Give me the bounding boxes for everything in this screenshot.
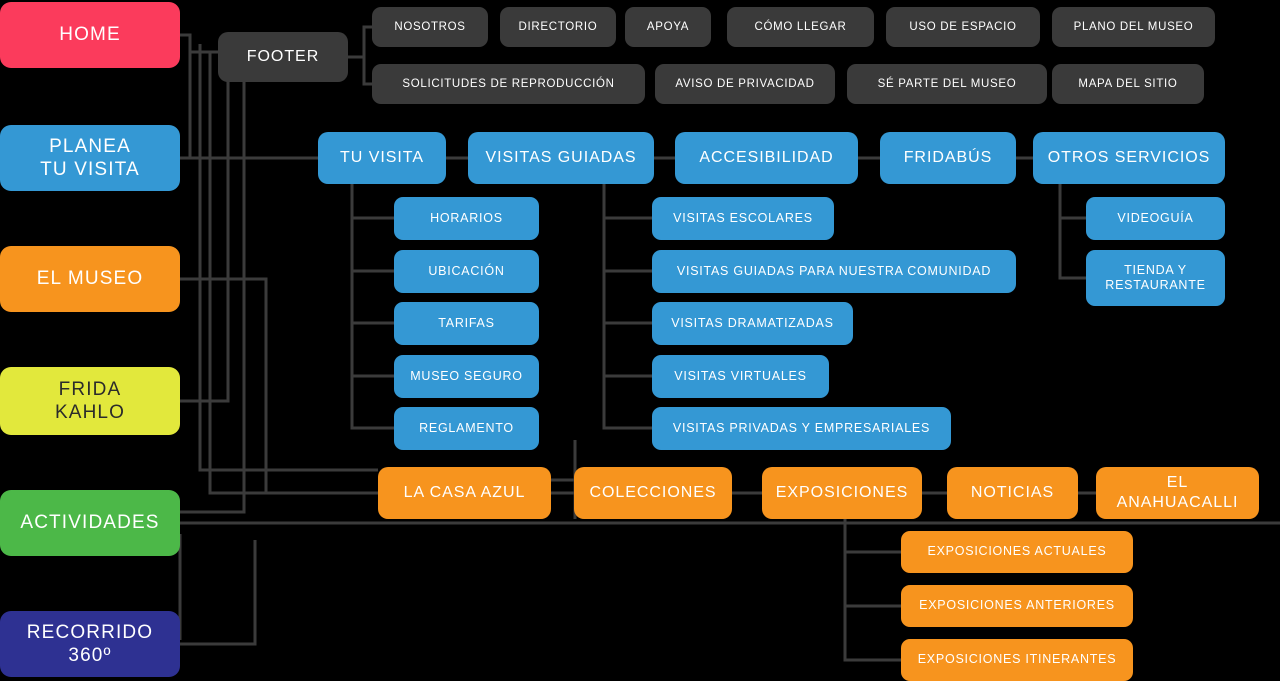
node-actividades[interactable]: ACTIVIDADES bbox=[0, 490, 180, 556]
node-label: VISITAS PRIVADAS Y EMPRESARIALES bbox=[672, 420, 931, 435]
node-fridabus[interactable]: FRIDABÚS bbox=[880, 132, 1016, 184]
node-recorrido-360[interactable]: RECORRIDO 360º bbox=[0, 611, 180, 677]
node-label: TIENDA Y RESTAURANTE bbox=[1105, 262, 1206, 292]
node-label: PLANO DEL MUSEO bbox=[1073, 20, 1194, 33]
node-exposiciones-anteriores[interactable]: EXPOSICIONES ANTERIORES bbox=[901, 585, 1133, 627]
node-label: UBICACIÓN bbox=[428, 263, 505, 278]
node-visitas-guiadas[interactable]: VISITAS GUIADAS bbox=[468, 132, 654, 184]
node-otros-servicios[interactable]: OTROS SERVICIOS bbox=[1033, 132, 1225, 184]
node-label: MAPA DEL SITIO bbox=[1078, 77, 1178, 90]
node-label: EXPOSICIONES ANTERIORES bbox=[919, 598, 1115, 613]
node-label: ACCESIBILIDAD bbox=[699, 149, 834, 167]
node-label: DIRECTORIO bbox=[518, 20, 598, 33]
node-planea-tu-visita[interactable]: PLANEA TU VISITA bbox=[0, 125, 180, 191]
node-label: VISITAS DRAMATIZADAS bbox=[671, 315, 834, 330]
node-label: NOSOTROS bbox=[394, 20, 466, 33]
node-tarifas[interactable]: TARIFAS bbox=[394, 302, 539, 345]
node-visitas-guiadas-comunidad[interactable]: VISITAS GUIADAS PARA NUESTRA COMUNIDAD bbox=[652, 250, 1016, 293]
node-exposiciones-itinerantes[interactable]: EXPOSICIONES ITINERANTES bbox=[901, 639, 1133, 681]
node-reglamento[interactable]: REGLAMENTO bbox=[394, 407, 539, 450]
node-label: NOTICIAS bbox=[970, 484, 1055, 502]
node-label: COLECCIONES bbox=[589, 484, 717, 502]
node-footer-mapa-del-sitio[interactable]: MAPA DEL SITIO bbox=[1052, 64, 1204, 104]
node-la-casa-azul[interactable]: LA CASA AZUL bbox=[378, 467, 551, 519]
node-label: EXPOSICIONES bbox=[775, 484, 909, 502]
node-label: EL MUSEO bbox=[36, 268, 144, 290]
node-label: CÓMO LLEGAR bbox=[754, 20, 847, 33]
node-label: RECORRIDO 360º bbox=[26, 621, 154, 666]
node-label: TARIFAS bbox=[438, 315, 495, 330]
node-label: REGLAMENTO bbox=[419, 420, 514, 435]
node-label: VISITAS GUIADAS bbox=[485, 149, 637, 167]
node-label: LA CASA AZUL bbox=[403, 484, 526, 502]
node-el-museo[interactable]: EL MUSEO bbox=[0, 246, 180, 312]
node-footer-se-parte-del-museo[interactable]: SÉ PARTE DEL MUSEO bbox=[847, 64, 1047, 104]
node-label: FRIDABÚS bbox=[903, 149, 993, 167]
node-frida-kahlo[interactable]: FRIDA KAHLO bbox=[0, 367, 180, 435]
node-label: VISITAS VIRTUALES bbox=[674, 368, 807, 383]
node-label: HOME bbox=[59, 24, 121, 46]
node-label: VISITAS GUIADAS PARA NUESTRA COMUNIDAD bbox=[676, 263, 992, 278]
node-exposiciones-actuales[interactable]: EXPOSICIONES ACTUALES bbox=[901, 531, 1133, 573]
node-label: APOYA bbox=[646, 20, 690, 33]
node-museo-seguro[interactable]: MUSEO SEGURO bbox=[394, 355, 539, 398]
node-visitas-escolares[interactable]: VISITAS ESCOLARES bbox=[652, 197, 834, 240]
node-ubicacion[interactable]: UBICACIÓN bbox=[394, 250, 539, 293]
node-tu-visita[interactable]: TU VISITA bbox=[318, 132, 446, 184]
node-label: TU VISITA bbox=[340, 149, 424, 167]
node-visitas-privadas-empresariales[interactable]: VISITAS PRIVADAS Y EMPRESARIALES bbox=[652, 407, 951, 450]
node-visitas-dramatizadas[interactable]: VISITAS DRAMATIZADAS bbox=[652, 302, 853, 345]
node-label: EXPOSICIONES ITINERANTES bbox=[917, 652, 1117, 667]
node-tienda-y-restaurante[interactable]: TIENDA Y RESTAURANTE bbox=[1086, 250, 1225, 306]
node-label: VISITAS ESCOLARES bbox=[673, 210, 813, 225]
node-label: PLANEA TU VISITA bbox=[40, 135, 140, 180]
node-footer-directorio[interactable]: DIRECTORIO bbox=[500, 7, 616, 47]
node-label: SOLICITUDES DE REPRODUCCIÓN bbox=[402, 77, 615, 90]
node-label: USO DE ESPACIO bbox=[909, 20, 1017, 33]
node-label: SÉ PARTE DEL MUSEO bbox=[877, 77, 1017, 90]
node-home[interactable]: HOME bbox=[0, 2, 180, 68]
node-footer-aviso-de-privacidad[interactable]: AVISO DE PRIVACIDAD bbox=[655, 64, 835, 104]
node-label: ACTIVIDADES bbox=[20, 512, 160, 534]
node-accesibilidad[interactable]: ACCESIBILIDAD bbox=[675, 132, 858, 184]
node-footer-como-llegar[interactable]: CÓMO LLEGAR bbox=[727, 7, 874, 47]
node-footer-solicitudes-de-reproduccion[interactable]: SOLICITUDES DE REPRODUCCIÓN bbox=[372, 64, 645, 104]
node-noticias[interactable]: NOTICIAS bbox=[947, 467, 1078, 519]
node-footer[interactable]: FOOTER bbox=[218, 32, 348, 82]
node-exposiciones[interactable]: EXPOSICIONES bbox=[762, 467, 922, 519]
node-footer-apoya[interactable]: APOYA bbox=[625, 7, 711, 47]
node-label: HORARIOS bbox=[430, 210, 503, 225]
node-label: AVISO DE PRIVACIDAD bbox=[675, 77, 815, 90]
node-videoguia[interactable]: VIDEOGUÍA bbox=[1086, 197, 1225, 240]
node-label: OTROS SERVICIOS bbox=[1047, 149, 1211, 167]
node-footer-plano-del-museo[interactable]: PLANO DEL MUSEO bbox=[1052, 7, 1215, 47]
node-label: MUSEO SEGURO bbox=[410, 368, 523, 383]
node-label: VIDEOGUÍA bbox=[1117, 210, 1194, 225]
node-label: FRIDA KAHLO bbox=[54, 378, 126, 423]
node-visitas-virtuales[interactable]: VISITAS VIRTUALES bbox=[652, 355, 829, 398]
node-horarios[interactable]: HORARIOS bbox=[394, 197, 539, 240]
node-label: EL ANAHUACALLI bbox=[1116, 474, 1239, 511]
node-label: FOOTER bbox=[246, 48, 320, 66]
node-footer-uso-de-espacio[interactable]: USO DE ESPACIO bbox=[886, 7, 1040, 47]
node-label: EXPOSICIONES ACTUALES bbox=[927, 544, 1107, 559]
node-footer-nosotros[interactable]: NOSOTROS bbox=[372, 7, 488, 47]
node-el-anahuacalli[interactable]: EL ANAHUACALLI bbox=[1096, 467, 1259, 519]
node-colecciones[interactable]: COLECCIONES bbox=[574, 467, 732, 519]
